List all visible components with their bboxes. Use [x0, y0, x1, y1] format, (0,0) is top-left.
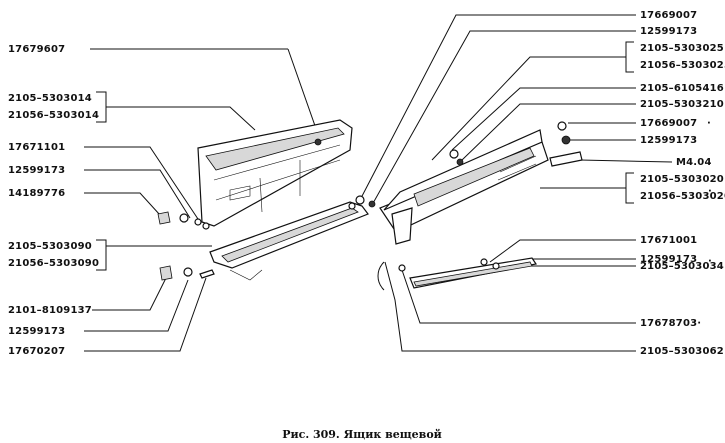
label-2105-6105416: 2105–6105416 — [640, 83, 724, 94]
bracket-5303090 — [96, 239, 212, 271]
label-2101-8109137: 2101–8109137 — [8, 305, 92, 316]
lower-rail — [398, 257, 537, 289]
leader-m404 — [579, 159, 673, 163]
label-2105-5303062: 2105–5303062 — [640, 346, 724, 357]
dot-mark-1: · — [707, 118, 711, 129]
leader-17669007-a — [359, 14, 636, 201]
label-2105-5303090: 2105–5303090 — [8, 241, 92, 252]
glove-box-tray — [379, 129, 549, 245]
bracket-5303014 — [96, 91, 256, 131]
label-12599173-b: 12599173 — [8, 326, 65, 337]
small-parts-left — [157, 211, 215, 281]
label-12599173-r-b: 12599173 — [640, 135, 697, 146]
label-12599173-r-c: 12599173 — [640, 254, 697, 265]
small-parts-right-top — [355, 121, 583, 208]
label-17679607: 17679607 — [8, 44, 65, 55]
bracket-5303025 — [431, 41, 634, 161]
leader-14189776 — [84, 192, 161, 216]
label-17669007-a: 17669007 — [640, 10, 697, 21]
leader-17671101 — [84, 146, 201, 223]
leader-12599173-b — [84, 279, 189, 332]
leader-2105-6105416 — [451, 87, 636, 151]
label-21056-5303014: 21056–5303014 — [8, 110, 99, 121]
leader-2105-5303062 — [384, 261, 636, 352]
label-17671001: 17671001 — [640, 235, 697, 246]
dot-mark-3: · — [708, 256, 712, 267]
label-17669007-b: 17669007 — [640, 118, 697, 129]
leader-2101-8109137 — [92, 277, 167, 311]
leader-17671001 — [489, 239, 636, 263]
label-2105-5303020: 2105–5303020 — [640, 174, 724, 185]
label-17670207: 17670207 — [8, 346, 65, 357]
label-2105-5303014: 2105–5303014 — [8, 93, 92, 104]
label-2105-5303210: 2105–5303210 — [640, 99, 724, 110]
leader-12599173-r-a — [371, 30, 636, 206]
figure-caption: Рис. 309. Ящик вещевой — [282, 428, 442, 441]
dot-mark-2: · — [708, 186, 712, 197]
label-17671101: 17671101 — [8, 142, 65, 153]
glove-box-lid — [197, 119, 353, 227]
bracket-5303020 — [540, 172, 634, 204]
label-12599173-a: 12599173 — [8, 165, 65, 176]
label-21056-5303090: 21056–5303090 — [8, 258, 99, 269]
label-17678703: 17678703· — [640, 318, 701, 329]
label-14189776: 14189776 — [8, 188, 65, 199]
label-12599173-r-a: 12599173 — [640, 26, 697, 37]
label-2105-5303025: 2105–5303025 — [640, 43, 724, 54]
spring-clip — [377, 261, 385, 291]
leader-17678703 — [401, 269, 636, 324]
label-21056-5303020: 21056–5303020 — [640, 191, 725, 202]
label-21056-5303025: 21056–5303025 — [640, 60, 725, 71]
leader-12599173-a — [84, 169, 191, 219]
leader-17670207 — [84, 277, 207, 352]
label-2105-5303034-text: 2105–5303034 — [640, 261, 724, 272]
leader-2105-5303210 — [461, 103, 636, 161]
label-m404: M4.04 — [676, 157, 712, 168]
lower-panel — [209, 201, 369, 281]
